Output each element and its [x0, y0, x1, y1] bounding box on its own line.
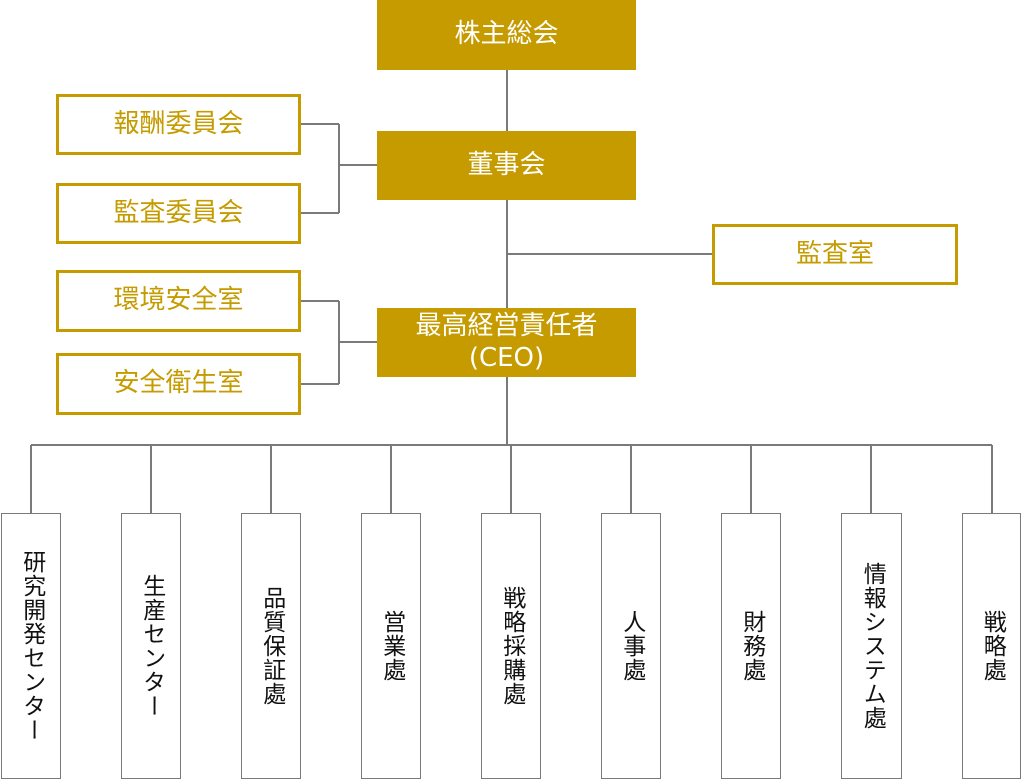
health-safety-office-label: 安全衛生室 [113, 368, 244, 399]
compensation-committee-box: 報酬委員会 [56, 94, 301, 155]
dept-human-resources: 人事處 [601, 513, 661, 779]
dept-finance: 財務處 [721, 513, 781, 779]
dept-quality-assurance: 品質保証處 [241, 513, 301, 779]
dept-sales: 営業處 [361, 513, 421, 779]
dept-label: 財務處 [738, 610, 765, 682]
ceo-box: 最高経営責任者 (CEO) [377, 308, 636, 377]
dept-strategic-procurement: 戦略採購處 [481, 513, 541, 779]
ceo-abbrev-label: (CEO) [468, 342, 545, 373]
environmental-safety-office-label: 環境安全室 [113, 285, 244, 316]
dept-rd-center: 研究開発センター [1, 513, 61, 779]
health-safety-office-box: 安全衛生室 [56, 353, 301, 415]
dept-label: 戦略處 [979, 610, 1006, 682]
shareholders-meeting-label: 株主総会 [454, 19, 559, 50]
compensation-committee-label: 報酬委員会 [113, 108, 244, 139]
board-box: 董事会 [377, 131, 636, 200]
dept-strategy: 戦略處 [962, 513, 1021, 779]
dept-production-center: 生産センター [121, 513, 181, 779]
ceo-title-label: 最高経営責任者 [415, 311, 598, 342]
dept-label: 戦略採購處 [498, 586, 525, 706]
shareholders-meeting-box: 株主総会 [377, 0, 636, 70]
dept-label: 情報システム處 [859, 562, 886, 730]
audit-office-label: 監査室 [795, 238, 874, 269]
dept-label: 品質保証處 [258, 586, 285, 706]
dept-information-systems: 情報システム處 [841, 513, 902, 779]
board-label: 董事会 [467, 149, 546, 180]
dept-label: 営業處 [378, 610, 405, 682]
audit-committee-label: 監査委員会 [113, 197, 244, 228]
dept-label: 研究開発センター [18, 550, 45, 742]
environmental-safety-office-box: 環境安全室 [56, 270, 301, 332]
dept-label: 人事處 [618, 610, 645, 682]
audit-office-box: 監査室 [712, 224, 958, 285]
dept-label: 生産センター [138, 574, 165, 718]
audit-committee-box: 監査委員会 [56, 183, 301, 244]
